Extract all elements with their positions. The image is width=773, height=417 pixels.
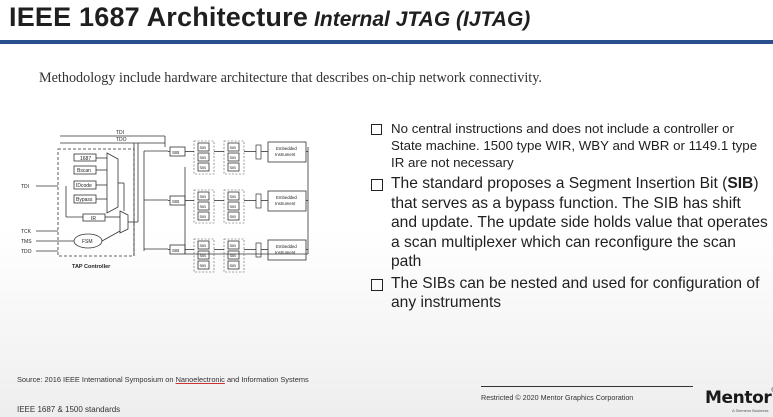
diagram-tdo-top-label: TDO (116, 137, 127, 143)
diagram-tck-label: TCK (21, 229, 32, 235)
bullet-text-post: ) that serves as a bypass function. The … (391, 175, 768, 270)
diagram-tdi-top-label: TDI (116, 130, 124, 136)
shift-register-box (255, 242, 262, 258)
diagram-ir-label: IR (91, 216, 96, 222)
sib-box (197, 201, 210, 211)
sib-label: SIB (200, 165, 207, 170)
sib-label: SIB (200, 155, 207, 160)
checkbox-bullet-icon (371, 124, 382, 135)
sib-label: SIB (230, 155, 237, 160)
sib-label: SIB (200, 194, 207, 199)
bullet-item: The standard proposes a Segment Insertio… (368, 174, 768, 272)
diagram-bscan-label: Bscan (77, 168, 91, 174)
sib-label: SIB (230, 263, 237, 268)
sib-label: SIB (230, 204, 237, 209)
sib-box (227, 142, 240, 152)
source-pre: Source: 2016 IEEE International Symposiu… (17, 375, 176, 384)
bullet-item: No central instructions and does not inc… (368, 120, 768, 171)
sib-box (197, 211, 210, 221)
sib-box (197, 191, 210, 201)
diagram-tap-controller-label: TAP Controller (72, 264, 111, 270)
logo-tagline: A Siemens Business (732, 408, 769, 413)
title-sub: Internal JTAG (IJTAG) (314, 8, 531, 31)
sib-box (227, 250, 240, 260)
embedded-instrument-label-line2: Instrument (275, 201, 296, 206)
footer-divider (481, 386, 693, 387)
sib-box (197, 152, 210, 162)
sib-label: SIB (200, 263, 207, 268)
sib-label: SIB (172, 199, 179, 204)
title-underline (0, 40, 773, 44)
sib-box (197, 260, 210, 270)
footer-copyright: Restricted © 2020 Mentor Graphics Corpor… (481, 393, 634, 402)
bullet-list: No central instructions and does not inc… (368, 120, 768, 313)
sib-label: SIB (200, 204, 207, 209)
diagram-tdo-left-label: TDO (21, 249, 32, 255)
sib-label: SIB (172, 150, 179, 155)
sib-box (197, 162, 210, 172)
sib-label: SIB (172, 248, 179, 253)
source-post: and Information Systems (224, 375, 309, 384)
sib-label: SIB (200, 145, 207, 150)
sib-label: SIB (230, 243, 237, 248)
bullet-text-bold: SIB (727, 175, 754, 192)
diagram-reg-1687-label: 1687 (80, 156, 91, 162)
bullet-text: The SIBs can be nested and used for conf… (391, 274, 760, 312)
bullet-text-pre: The standard proposes a Segment Insertio… (391, 175, 728, 192)
sib-label: SIB (230, 214, 237, 219)
embedded-instrument-box (267, 190, 307, 212)
sib-box (197, 240, 210, 250)
sib-box (227, 162, 240, 172)
source-citation: Source: 2016 IEEE International Symposiu… (17, 375, 309, 384)
shift-register-box (255, 144, 262, 160)
mentor-logo: Mentor® A Siemens Business (705, 388, 773, 413)
footer-left-text: IEEE 1687 & 1500 standards (17, 405, 121, 414)
bullet-item: The SIBs can be nested and used for conf… (368, 274, 768, 313)
logo-registered-mark: ® (771, 388, 773, 394)
diagram-bypass-label: Bypass (76, 197, 93, 203)
sib-label: SIB (230, 145, 237, 150)
embedded-instrument-box (267, 141, 307, 163)
embedded-instrument-label-line1: Embedded (276, 195, 297, 200)
title-main: IEEE 1687 Architecture (9, 2, 309, 32)
bullet-text: No central instructions and does not inc… (391, 121, 758, 170)
sib-box (227, 201, 240, 211)
checkbox-bullet-icon (371, 278, 383, 291)
sib-box (197, 142, 210, 152)
sib-network: SIBSIBSIBSIBSIBSIBSIBEmbeddedInstrumentS… (168, 140, 308, 273)
embedded-instrument-label-line1: Embedded (276, 146, 297, 151)
diagram-tms-label: TMS (21, 239, 32, 245)
embedded-instrument-label-line1: Embedded (276, 244, 297, 249)
sib-label: SIB (200, 214, 207, 219)
sib-label: SIB (230, 194, 237, 199)
diagram-idcode-label: IDcode (76, 183, 92, 189)
intro-text: Methodology include hardware architectur… (39, 70, 542, 86)
sib-label: SIB (230, 253, 237, 258)
checkbox-bullet-icon (371, 179, 383, 191)
sib-label: SIB (200, 243, 207, 248)
sib-label: SIB (230, 165, 237, 170)
sib-box (197, 250, 210, 260)
sib-box (227, 260, 240, 270)
source-link: Nanoelectronic (175, 375, 225, 384)
embedded-instrument-label-line2: Instrument (275, 152, 296, 157)
sib-box (227, 240, 240, 250)
sib-label: SIB (200, 253, 207, 258)
shift-register-box (255, 193, 262, 209)
diagram-fsm-label: FSM (82, 239, 93, 245)
embedded-instrument-label-line2: Instrument (275, 250, 296, 255)
logo-wordmark: Mentor (705, 388, 772, 408)
embedded-instrument-box (267, 239, 307, 261)
diagram-tdi-left-label: TDI (21, 184, 29, 190)
sib-box (227, 211, 240, 221)
sib-box (227, 191, 240, 201)
ijtag-architecture-diagram: TDI TCK TMS TDO TDI TDO 1687 Bscan IDcod… (21, 130, 309, 273)
sib-box (227, 152, 240, 162)
